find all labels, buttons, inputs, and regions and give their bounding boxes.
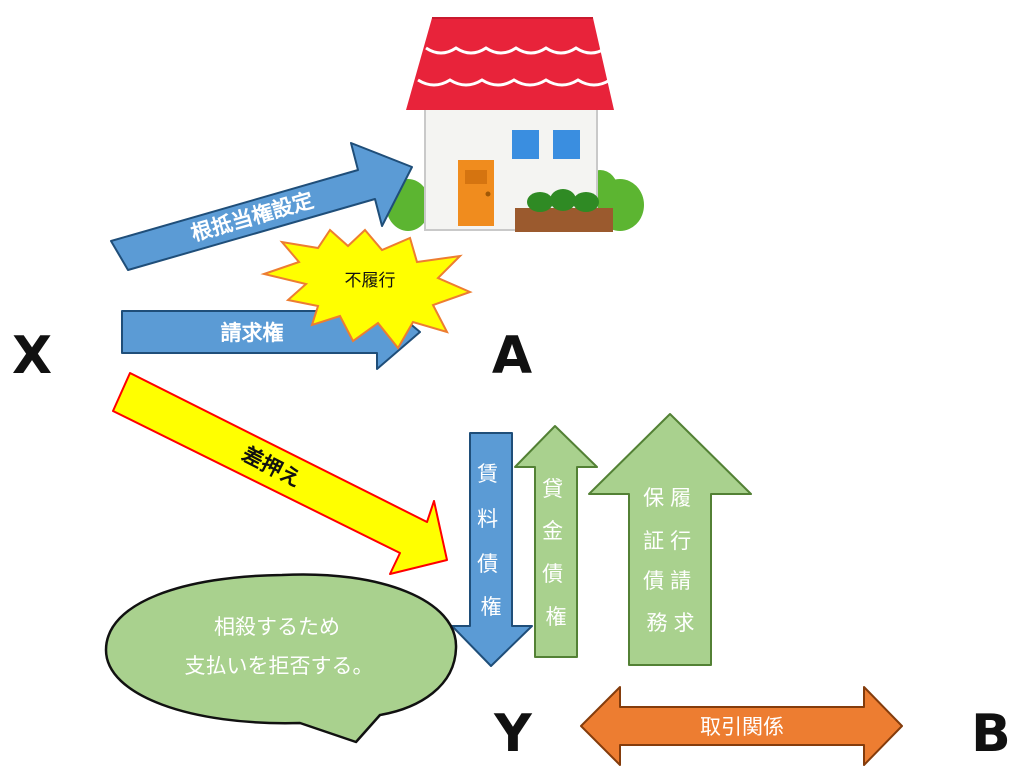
guarantee-col1-char-3: 債	[643, 569, 664, 593]
party-x: X	[12, 326, 52, 386]
loan-claim-char-4: 権	[546, 605, 567, 629]
default-label: 不履行	[345, 271, 396, 291]
seizure-arrow: 差押え	[112, 372, 448, 575]
rent-claim-char-4: 権	[481, 595, 502, 619]
rent-claim-char-3: 債	[477, 552, 498, 576]
loan-claim-char-3: 債	[542, 562, 563, 586]
loan-claim-char-1: 貸	[542, 477, 563, 501]
business-arrow: 取引関係	[580, 686, 903, 766]
speech-bubble: 相殺するため 支払いを拒否する。	[104, 573, 458, 744]
svg-text:貸 金 債 権: 貸 金 債 権	[542, 477, 570, 629]
guarantee-col2-char-4: 求	[674, 611, 695, 635]
rent-claim-char-2: 料	[477, 507, 498, 531]
party-y: Y	[493, 704, 533, 764]
party-b: B	[971, 704, 1011, 764]
guarantee-arrow: 保 証 債 務 履 行 請 求	[588, 413, 752, 666]
svg-text:履 行 請 求: 履 行 請 求	[670, 486, 698, 635]
guarantee-col1-char-4: 務	[647, 611, 668, 635]
guarantee-col2-char-3: 請	[670, 569, 691, 593]
mortgage-arrow: 根抵当権設定	[110, 142, 413, 271]
bubble-line-1: 相殺するため	[214, 615, 340, 639]
claim-label: 請求権	[221, 321, 284, 345]
house-icon	[386, 17, 644, 232]
guarantee-col2-char-2: 行	[670, 529, 691, 553]
guarantee-col1-char-1: 保	[643, 486, 664, 510]
loan-claim-arrow: 貸 金 債 権	[514, 425, 598, 658]
loan-claim-char-2: 金	[542, 519, 563, 543]
svg-text:保 証 債 務: 保 証 債 務	[643, 486, 671, 635]
party-a: A	[492, 326, 532, 386]
rent-claim-arrow: 賃 料 債 権	[451, 432, 533, 667]
default-burst: 不履行	[260, 228, 473, 350]
bubble-line-2: 支払いを拒否する。	[185, 654, 374, 678]
svg-text:賃 料 債 権: 賃 料 債 権	[477, 462, 505, 619]
guarantee-col1-char-2: 証	[643, 529, 664, 553]
rent-claim-char-1: 賃	[477, 462, 498, 486]
guarantee-col2-char-1: 履	[670, 486, 691, 510]
business-label: 取引関係	[700, 715, 784, 739]
